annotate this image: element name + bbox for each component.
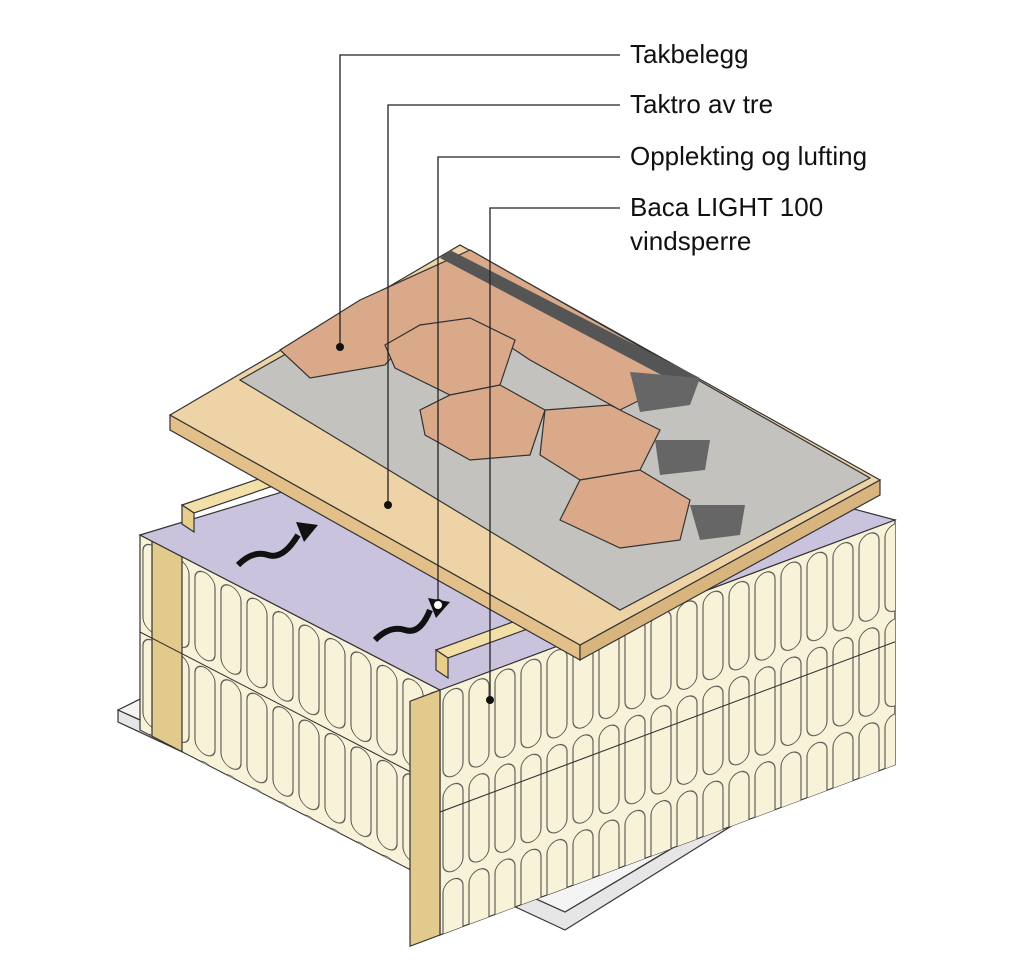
label-roof-boarding: Taktro av tre bbox=[630, 89, 773, 119]
batten-strip bbox=[440, 250, 700, 390]
label-wind-barrier-sub: vindsperre bbox=[630, 226, 751, 256]
airflow-arrow-icon bbox=[372, 608, 433, 643]
label-wind-barrier: Baca LIGHT 100 bbox=[630, 192, 823, 222]
roof-boarding bbox=[168, 244, 882, 662]
wood-stud bbox=[409, 689, 441, 948]
airflow-arrow-icon bbox=[235, 533, 301, 568]
roof-shingles bbox=[279, 249, 692, 549]
leader-lines bbox=[336, 54, 620, 704]
label-battens: Opplekting og lufting bbox=[630, 141, 867, 171]
label-roofing: Takbelegg bbox=[630, 39, 749, 69]
